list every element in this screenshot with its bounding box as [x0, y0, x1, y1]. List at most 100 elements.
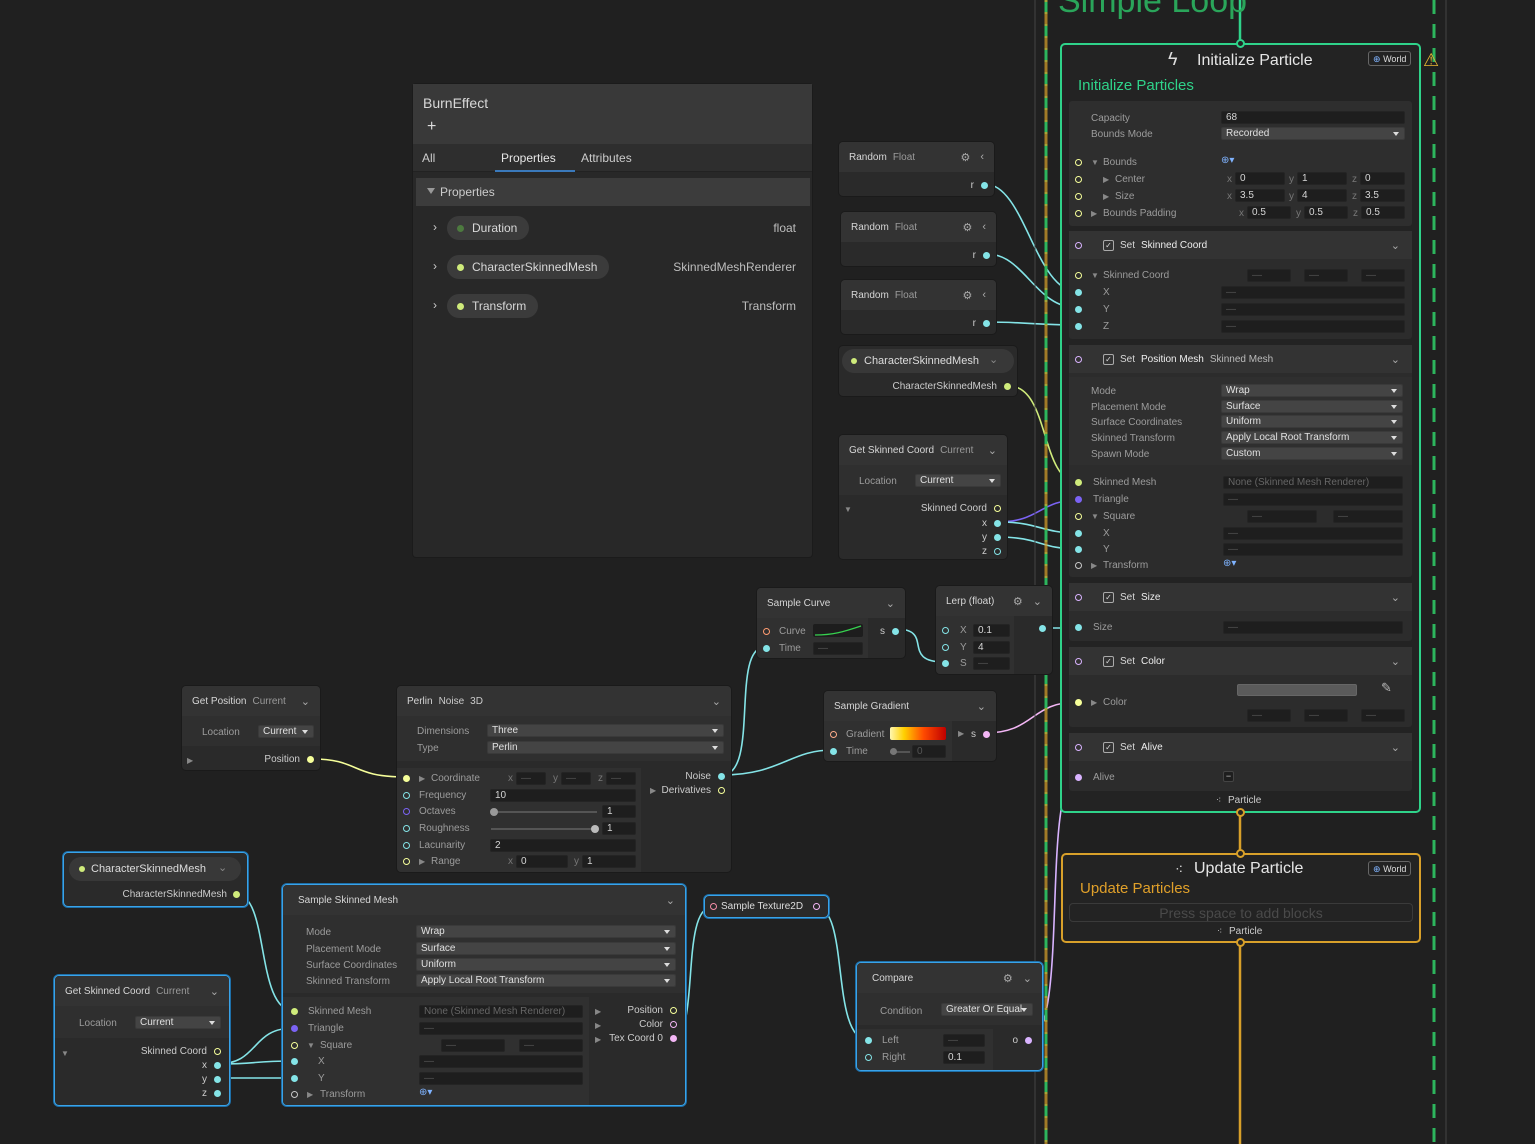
- output-port[interactable]: [813, 903, 820, 910]
- output-port[interactable]: [214, 1090, 221, 1097]
- input-port[interactable]: [291, 1058, 298, 1065]
- roughness-field[interactable]: 1: [602, 822, 636, 835]
- output-port[interactable]: [307, 756, 314, 763]
- flow-input-port[interactable]: [1236, 39, 1245, 48]
- space-toggle-button[interactable]: ⊕ World: [1368, 51, 1412, 66]
- chevron-left-icon[interactable]: ‹: [982, 288, 986, 301]
- collapse-icon[interactable]: [427, 188, 435, 194]
- expand-icon[interactable]: ▶: [595, 1035, 602, 1044]
- output-port[interactable]: [983, 731, 990, 738]
- chevron-down-icon[interactable]: ⌄: [1390, 592, 1400, 604]
- tab-properties[interactable]: Properties: [501, 151, 556, 165]
- gear-icon[interactable]: ⚙: [960, 151, 971, 164]
- chevron-down-icon[interactable]: ⌄: [989, 354, 999, 366]
- input-port[interactable]: [1075, 323, 1082, 330]
- chevron-down-icon[interactable]: ⌄: [711, 695, 721, 708]
- output-port[interactable]: [994, 520, 1001, 527]
- input-port[interactable]: [403, 842, 410, 849]
- input-port[interactable]: [830, 731, 837, 738]
- space-globe-icon[interactable]: ⊕▾: [1221, 155, 1235, 166]
- x-field[interactable]: —: [1223, 527, 1403, 540]
- chevron-down-icon[interactable]: ⌄: [300, 695, 310, 708]
- coord-z-field[interactable]: —: [1361, 269, 1405, 282]
- coordinate-x-field[interactable]: —: [516, 772, 546, 785]
- gradient-preview[interactable]: [890, 727, 946, 740]
- properties-section-header[interactable]: [416, 178, 810, 206]
- expand-icon[interactable]: ▼: [1091, 158, 1099, 167]
- flow-output-port[interactable]: [1236, 808, 1245, 817]
- gear-icon[interactable]: ⚙: [1012, 595, 1023, 608]
- property-node-skinned-mesh-bottom[interactable]: CharacterSkinnedMesh ⌄ CharacterSkinnedM…: [63, 852, 248, 907]
- expand-icon[interactable]: ▶: [1091, 209, 1098, 218]
- activation-port[interactable]: [1075, 744, 1082, 751]
- output-port[interactable]: [670, 1021, 677, 1028]
- x-field[interactable]: 0.1: [973, 624, 1010, 637]
- input-port[interactable]: [1075, 530, 1082, 537]
- triangle-field[interactable]: —: [419, 1022, 583, 1035]
- center-x-field[interactable]: 0: [1235, 172, 1285, 185]
- chevron-down-icon[interactable]: ⌄: [885, 597, 895, 610]
- coord-y-field[interactable]: —: [1304, 269, 1348, 282]
- size-field[interactable]: —: [1223, 621, 1403, 634]
- expand-icon[interactable]: ›: [433, 220, 437, 234]
- left-field[interactable]: —: [943, 1034, 985, 1047]
- chevron-down-icon[interactable]: ⌄: [1032, 595, 1042, 608]
- eyedropper-icon[interactable]: ✎: [1381, 680, 1392, 695]
- input-port[interactable]: [291, 1008, 298, 1015]
- output-port[interactable]: [994, 505, 1001, 512]
- slider-handle[interactable]: [890, 748, 897, 755]
- dimensions-dropdown[interactable]: Three: [487, 724, 724, 737]
- expand-icon[interactable]: ▶: [1103, 192, 1110, 201]
- gear-icon[interactable]: ⚙: [962, 289, 973, 302]
- mode-dropdown[interactable]: Wrap: [416, 925, 676, 938]
- input-port[interactable]: [763, 645, 770, 652]
- surface-coordinates-dropdown[interactable]: Uniform: [1221, 415, 1403, 428]
- update-particle-context[interactable]: ⁖ Update Particle ⊕ World Update Particl…: [1061, 849, 1421, 947]
- color-swatch[interactable]: [1237, 684, 1357, 696]
- activation-port[interactable]: [1075, 658, 1082, 665]
- warning-icon[interactable]: ⚠: [1423, 50, 1440, 70]
- sample-gradient-node[interactable]: Sample Gradient⌄ Gradient Time 0 ▶ s: [823, 690, 997, 762]
- square-y-field[interactable]: —: [519, 1039, 583, 1052]
- expand-icon[interactable]: ▼: [1091, 512, 1099, 521]
- output-port[interactable]: [892, 628, 899, 635]
- input-port[interactable]: [291, 1042, 298, 1049]
- tab-all[interactable]: All: [422, 151, 436, 165]
- square-x-field[interactable]: —: [441, 1039, 505, 1052]
- input-port[interactable]: [1075, 176, 1082, 183]
- input-port[interactable]: [1075, 289, 1082, 296]
- condition-dropdown[interactable]: Greater Or Equal: [941, 1003, 1033, 1016]
- mode-dropdown[interactable]: Wrap: [1221, 384, 1403, 397]
- y-field[interactable]: —: [1223, 543, 1403, 556]
- skinned-transform-dropdown[interactable]: Apply Local Root Transform: [1221, 431, 1403, 444]
- property-duration[interactable]: Duration: [447, 216, 530, 240]
- location-dropdown[interactable]: Current: [258, 725, 314, 738]
- input-port[interactable]: [1075, 624, 1082, 631]
- color-z-field[interactable]: —: [1361, 709, 1405, 722]
- padding-y-field[interactable]: 0.5: [1304, 206, 1348, 219]
- expand-icon[interactable]: ›: [433, 298, 437, 312]
- lacunarity-field[interactable]: 2: [490, 839, 636, 852]
- output-port[interactable]: [718, 787, 725, 794]
- expand-icon[interactable]: ▶: [187, 756, 194, 765]
- input-port[interactable]: [1075, 193, 1082, 200]
- input-port[interactable]: [763, 628, 770, 635]
- z-field[interactable]: —: [1221, 320, 1405, 333]
- chevron-down-icon[interactable]: ⌄: [665, 894, 675, 907]
- center-z-field[interactable]: 0: [1360, 172, 1405, 185]
- output-port[interactable]: [1025, 1037, 1032, 1044]
- gear-icon[interactable]: ⚙: [962, 221, 973, 234]
- size-y-field[interactable]: 4: [1297, 189, 1347, 202]
- space-globe-icon[interactable]: ⊕▾: [1223, 558, 1237, 569]
- flow-input-port[interactable]: [1236, 849, 1245, 858]
- expand-icon[interactable]: ▶: [1091, 698, 1098, 707]
- color-y-field[interactable]: —: [1304, 709, 1348, 722]
- input-port[interactable]: [865, 1037, 872, 1044]
- input-port[interactable]: [1075, 774, 1082, 781]
- triangle-field[interactable]: —: [1223, 493, 1403, 506]
- y-field[interactable]: —: [419, 1072, 583, 1085]
